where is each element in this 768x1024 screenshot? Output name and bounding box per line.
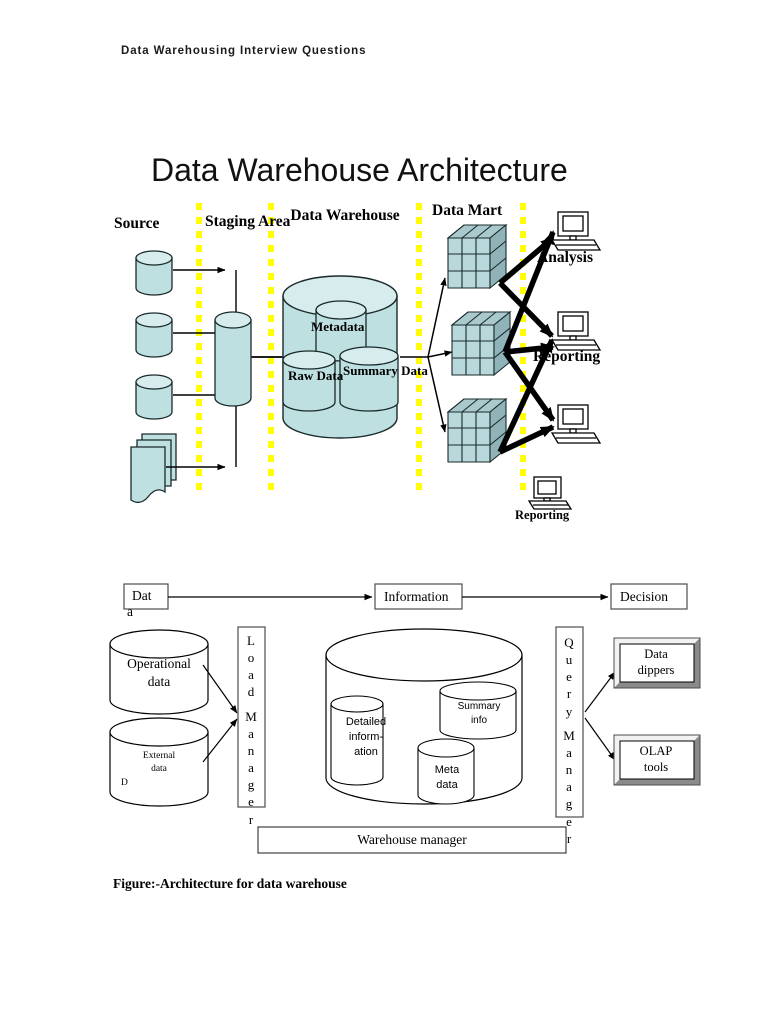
dd-line1: Data	[644, 647, 668, 661]
operational-data-label: Operational data	[115, 655, 203, 690]
lm-8: a	[248, 760, 254, 776]
data-mart-cube	[446, 223, 508, 290]
external-data-stray-character: D	[121, 778, 128, 788]
source-arrows	[166, 266, 291, 471]
output-label-reporting-1: Reporting	[533, 348, 601, 365]
lm-6: a	[248, 725, 254, 741]
zone-label-data-warehouse: Data Warehouse	[290, 206, 400, 225]
qm-12: r	[566, 830, 572, 846]
data-mart-cube	[450, 310, 512, 377]
lm-gap	[240, 701, 262, 708]
qm-11: e	[566, 813, 572, 829]
lm-5: M	[245, 708, 257, 724]
data-mart-cube	[446, 397, 508, 464]
dw-line2: Warehouse	[325, 207, 400, 224]
summary-data-label: Summary Data	[343, 363, 428, 379]
figure-caption: Figure:-Architecture for data warehouse	[113, 876, 347, 891]
si-line2: info	[470, 714, 488, 726]
raw-line2: Data	[316, 368, 344, 383]
query-to-tools-arrows	[584, 671, 616, 761]
lm-9: g	[247, 777, 255, 793]
warehouse-manager-label: Warehouse manager	[357, 832, 467, 847]
meta-data-label: Meta data	[425, 763, 469, 793]
lm-2: a	[248, 667, 254, 683]
qm-4: y	[565, 703, 573, 719]
lm-1: o	[247, 650, 255, 666]
qm-6: M	[563, 727, 575, 743]
qm-0: Q	[564, 635, 574, 650]
summary-data-cylinder	[339, 346, 399, 412]
lm-0: L	[247, 633, 255, 648]
query-manager-label: Q u e r y M a n a g e r	[558, 634, 580, 847]
dd-line2: dippers	[637, 662, 675, 677]
lm-10: e	[248, 794, 254, 810]
qm-3: r	[566, 686, 572, 702]
lm-11: r	[248, 811, 254, 827]
lm-7: n	[247, 742, 255, 758]
monitor-icon	[550, 211, 602, 251]
det-line3: ation	[354, 745, 378, 758]
qm-7: a	[566, 744, 572, 760]
data-mart-cubes	[446, 223, 512, 464]
data-box-label: Dat	[132, 588, 152, 603]
staging-cylinder	[214, 311, 252, 407]
dw-line1: Data	[290, 207, 323, 224]
op-line1: Operational	[127, 656, 191, 671]
sum-line1: Summary	[343, 363, 398, 378]
warehouse-cylinder	[282, 275, 398, 439]
load-manager-label: L o a d M a n a g e r	[240, 632, 262, 828]
qm-8: n	[565, 762, 573, 778]
det-line2: inform-	[348, 730, 384, 743]
metadata-label: Metadata	[311, 319, 365, 334]
ot-line1: OLAP	[639, 744, 673, 758]
decision-box-label: Decision	[620, 589, 668, 604]
summary-info-label: Summary info	[448, 700, 510, 727]
ot-line2: tools	[643, 759, 669, 774]
raw-data-label: Raw Data	[288, 368, 343, 384]
ext-line1: External	[142, 751, 176, 761]
raw-line1: Raw	[288, 368, 314, 383]
staging-line2: Area	[258, 213, 291, 230]
data-box-overflow-label: a	[127, 604, 133, 619]
sum-line2: Data	[401, 363, 428, 378]
olap-tools-label: OLAP tools	[620, 744, 692, 775]
qm-9: a	[566, 779, 572, 795]
md-line2: data	[436, 778, 458, 791]
qm-10: g	[565, 796, 573, 812]
op-line2: data	[147, 673, 171, 689]
staging-line1: Staging	[205, 213, 255, 230]
output-label-analysis: Analysis	[537, 249, 593, 266]
monitor-icon	[527, 476, 573, 510]
zone-label-source: Source	[114, 215, 160, 232]
md-line1: Meta	[434, 764, 460, 776]
warehouse-to-mart-arrows	[400, 277, 453, 433]
zone-label-data-mart: Data Mart	[432, 202, 503, 219]
monitor-icon	[550, 311, 602, 351]
output-label-reporting-2: Reporting	[515, 508, 570, 522]
running-header: Data Warehousing Interview Questions	[121, 45, 367, 57]
flow-source-arrows	[202, 664, 238, 763]
qm-gap	[558, 720, 580, 727]
source-documents	[130, 433, 177, 504]
external-data-label: External data	[130, 750, 188, 776]
source-cylinders	[135, 250, 173, 420]
qm-2: e	[566, 669, 572, 685]
information-box-label: Information	[384, 589, 449, 604]
detailed-information-label: Detailed inform- ation	[335, 715, 397, 760]
zone-label-staging: Staging Area	[205, 212, 290, 231]
data-dippers-label: Data dippers	[620, 647, 692, 678]
figure-title: Data Warehouse Architecture	[151, 152, 568, 188]
zone-divider-lines	[196, 203, 526, 497]
ext-line2: data	[151, 763, 167, 774]
lm-3: d	[247, 684, 255, 700]
det-line1: Detailed	[345, 716, 387, 728]
si-line1: Summary	[457, 701, 501, 712]
qm-1: u	[565, 652, 573, 668]
monitor-icon	[550, 404, 602, 444]
